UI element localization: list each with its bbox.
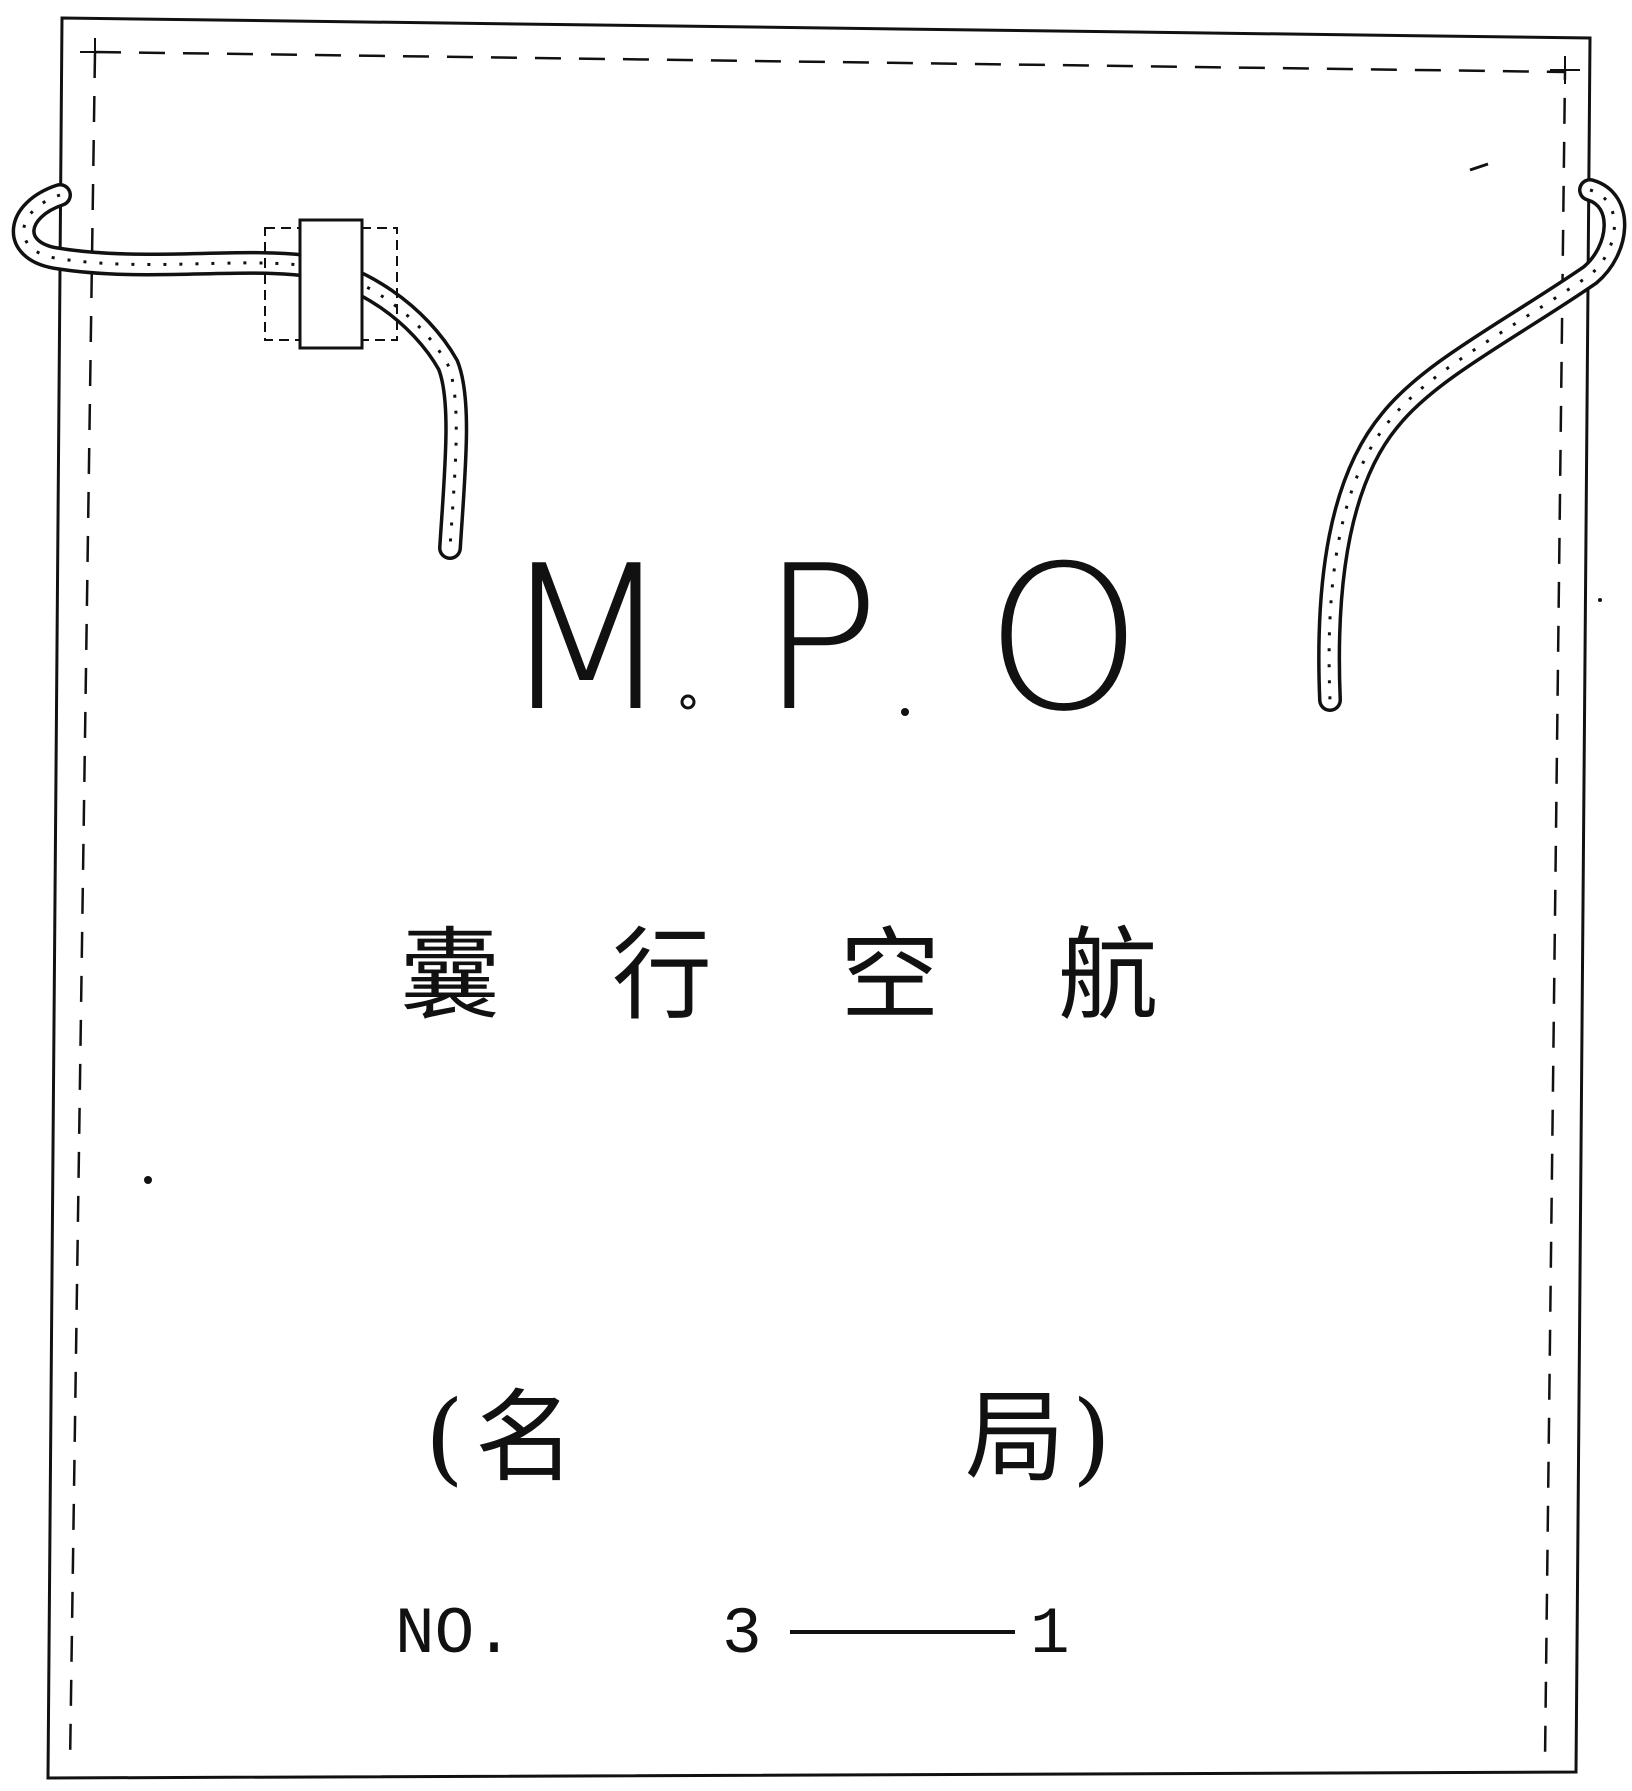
initial-o: O (985, 523, 1142, 756)
cord-stopper (264, 218, 398, 350)
office-second-char: 局 (965, 1379, 1065, 1496)
right-rope (1317, 178, 1627, 712)
initial-p: P (760, 523, 881, 756)
number-first: 3 (722, 1597, 762, 1672)
title-char: 空 (840, 917, 940, 1034)
stitch-seam (68, 50, 1567, 1766)
title-char: 航 (1058, 917, 1158, 1034)
office-first-char: 名 (475, 1379, 575, 1496)
initial-m: M (500, 523, 673, 756)
title-char: 行 (612, 917, 712, 1034)
bag-outline (46, 16, 1592, 1780)
initial-dot (680, 694, 696, 710)
office-close-paren: ) (1072, 1379, 1111, 1496)
print-speck (1469, 162, 1489, 172)
number-second: 1 (1030, 1597, 1070, 1672)
office-open-paren: ( (425, 1379, 464, 1496)
print-speck (1598, 598, 1602, 602)
initial-dot (901, 708, 909, 716)
print-speck (144, 1176, 152, 1184)
number-prefix: NO. (395, 1597, 514, 1672)
title-char: 囊 (400, 917, 500, 1034)
